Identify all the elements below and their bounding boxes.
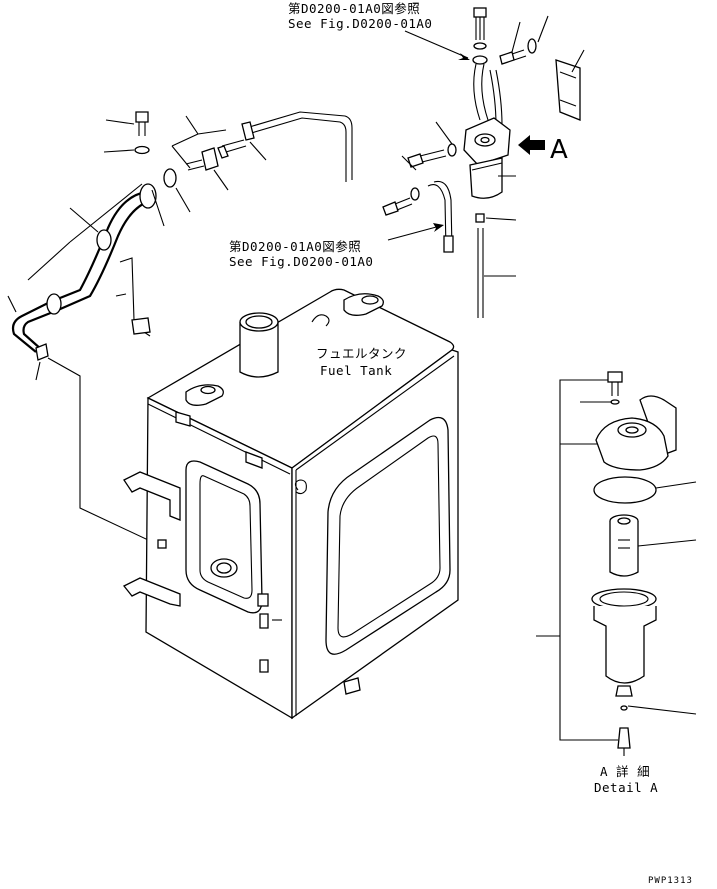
leader-line — [69, 183, 143, 243]
leader-line — [511, 21, 521, 53]
leader-line — [401, 155, 417, 171]
leader-line — [69, 207, 99, 233]
leader-line — [197, 129, 227, 135]
reference-label-mid-en: See Fig.D0200-01A0 — [229, 254, 373, 269]
drawing-code: PWP1313 — [648, 876, 693, 886]
detail-label-jp: A 詳 細 — [600, 764, 650, 779]
detail-a-assembly — [536, 371, 677, 756]
reference-label-top-en: See Fig.D0200-01A0 — [288, 16, 432, 31]
leader-line — [627, 705, 697, 715]
view-a-arrow — [518, 135, 545, 155]
leader-line — [637, 539, 697, 547]
leader-line — [7, 295, 17, 313]
leader-line — [655, 481, 697, 489]
tank-label-en: Fuel Tank — [320, 363, 392, 378]
reference-leader-mid — [387, 225, 441, 241]
leader-line — [571, 49, 585, 73]
leader-line — [151, 189, 165, 227]
reference-arrow-top — [458, 53, 470, 60]
detail-label-en: Detail A — [594, 780, 658, 795]
leader-line — [171, 133, 199, 147]
leader-line — [185, 115, 199, 135]
leader-line — [171, 145, 191, 169]
leader-line — [485, 217, 517, 221]
tank-label-jp: フュエルタンク — [316, 346, 407, 361]
leader-line — [105, 119, 135, 125]
fuel-tank — [122, 288, 459, 720]
leader-line — [103, 149, 135, 153]
fuel-hose-assembly — [11, 111, 353, 361]
leader-line — [175, 187, 191, 213]
reference-label-top-jp: 第D0200-01A0図参照 — [288, 1, 420, 16]
reference-leader-top — [404, 30, 469, 59]
fuel-filter-assembly — [382, 7, 581, 318]
reference-arrow-mid — [433, 223, 444, 232]
leader-line — [249, 141, 267, 161]
leader-line — [435, 121, 453, 145]
leader-line — [213, 169, 229, 191]
leader-line — [537, 15, 549, 43]
leader-line — [35, 361, 41, 381]
reference-label-mid-jp: 第D0200-01A0図参照 — [229, 239, 361, 254]
view-a-letter: A — [550, 135, 568, 165]
leader-line-long — [47, 357, 213, 571]
leader-line — [27, 241, 71, 281]
